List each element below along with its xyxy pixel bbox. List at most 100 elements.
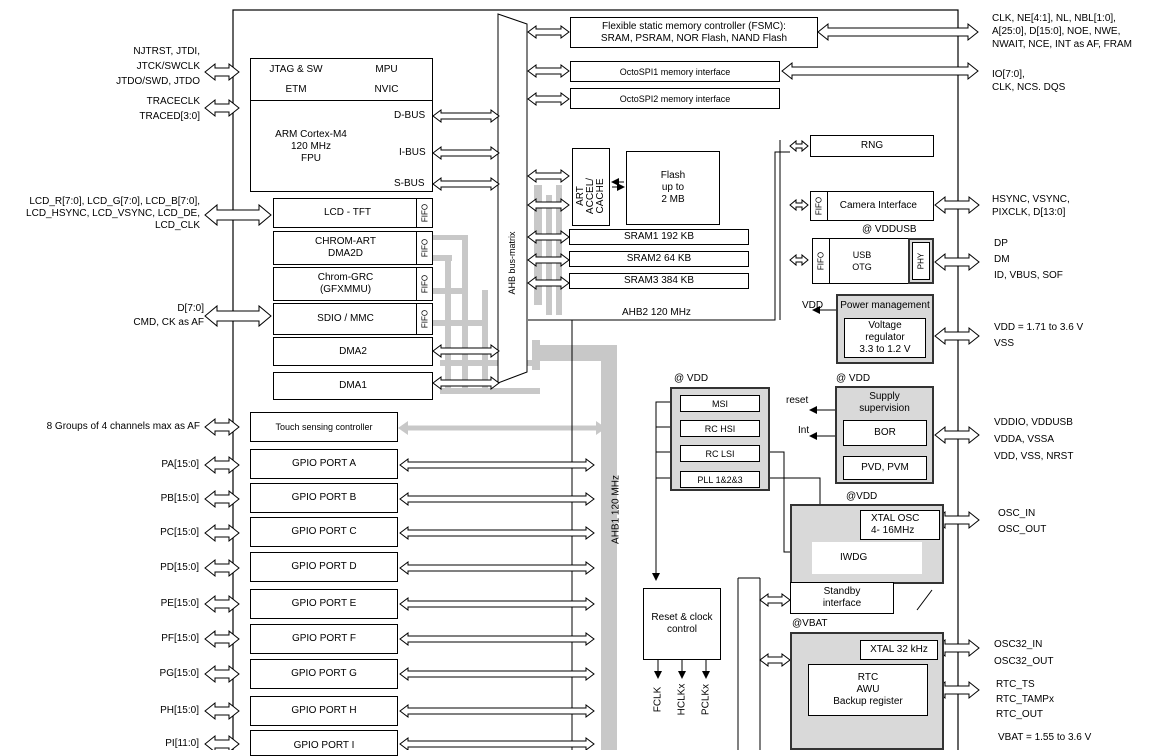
signal-label: VDDA, VSSA [994,434,1055,445]
vbat-domain-label: @VBAT [792,618,828,629]
signal-label: ID, VBUS, SOF [994,270,1063,281]
usb-line: OTG [852,262,872,272]
flash-line: up to [661,182,685,193]
bor-block: BOR [843,420,927,446]
standby-line: interface [822,598,862,609]
fsmc-line: Flexible static memory controller (FSMC)… [602,20,786,32]
flash-line: Flash [660,170,686,181]
signal-label: NJTRST, JTDI, [133,46,200,57]
jtag-sw-block: JTAG & SW [251,59,342,81]
rtc-line: Backup register [833,696,903,707]
jtag-signals: NJTRST, JTDI, JTCK/SWCLK JTDO/SWD, JTDO [116,46,200,88]
signal-label: VDD, VSS, NRST [994,451,1074,462]
lcd-fifo: FIFO [416,198,433,228]
rtc-signals: RTC_TS RTC_TAMPx RTC_OUT [996,677,1054,722]
reset-label: reset [786,395,809,406]
power-signals: VDD = 1.71 to 3.6 V VSS [994,320,1083,352]
supply-title-line: Supply [869,391,900,402]
dma2-block: DMA2 [273,337,433,366]
pin-pd: PD[15:0] [160,562,199,573]
vdd-label: VDD [802,300,824,311]
signal-label: LCD_HSYNC, LCD_VSYNC, LCD_DE, [26,208,200,219]
sdio-fifo: FIFO [416,303,433,335]
signal-label: DP [994,238,1008,249]
gpio-port-i: GPIO PORT I [250,730,398,756]
iwdg-label: IWDG [840,552,868,563]
pvd-pvm-block: PVD, PVM [843,456,927,480]
gpio-port-c: GPIO PORT C [250,517,398,547]
rc-hsi-block: RC HSI [680,420,760,437]
phy-block: PHY [908,238,934,284]
pin-pa: PA[15:0] [161,459,199,470]
power-management-label: Power management [840,300,930,311]
int-label: Int [798,425,810,436]
cortex-m4-core: JTAG & SW MPU ETM NVIC ARM Cortex-M4 120… [250,58,433,192]
gpio-port-f: GPIO PORT F [250,624,398,654]
cpu-line: 120 MHz [290,141,331,152]
art-line: CACHE [595,178,606,214]
sdio-signals: D[7:0] CMD, CK as AF [133,303,204,329]
cpu-label: ARM Cortex-M4 120 MHz FPU [261,129,361,165]
signal-label: OSC_IN [998,508,1036,519]
gpio-port-h: GPIO PORT H [250,696,398,726]
gpio-port-d: GPIO PORT D [250,552,398,582]
trace-signals: TRACECLK TRACED[3:0] [139,96,200,123]
clock-vdd-label: @ VDD [674,373,709,384]
signal-label: RTC_TS [996,679,1035,690]
lcd-signals: LCD_R[7:0], LCD_G[7:0], LCD_B[7:0], LCD_… [26,196,200,232]
camera-block: Camera Interface [810,191,934,221]
sram1-block: SRAM1 192 KB [569,229,749,245]
regulator-line: 3.3 to 1.2 V [859,344,911,355]
signal-label: VDDIO, VDDUSB [994,417,1073,428]
cpu-line: ARM Cortex-M4 [275,129,347,140]
rcc-line: Reset & clock [651,612,713,623]
osc-signals: OSC_IN OSC_OUT [998,506,1046,538]
msi-block: MSI [680,395,760,412]
ahb2-label: AHB2 120 MHz [622,307,691,318]
signal-label: IO[7:0], [992,69,1025,80]
dbus-label: D-BUS [394,110,426,121]
iwdg-block: IWDG [812,542,922,574]
mpu-block: MPU [341,59,432,81]
osc32-signals: OSC32_IN OSC32_OUT [994,636,1053,670]
gpio-port-b: GPIO PORT B [250,483,398,513]
signal-label: OSC32_IN [994,639,1043,650]
signal-label: TRACED[3:0] [139,111,200,122]
usb-line: USB [852,250,872,260]
chrom-grc-fifo: FIFO [416,267,433,301]
camera-fifo: FIFO [810,191,828,221]
chrom-art-line: DMA2D [327,248,363,259]
pin-pe: PE[15:0] [160,598,199,609]
touch-sensing-block: Touch sensing controller [250,412,398,442]
oscillators-group: MSI RC HSI RC LSI PLL 1&2&3 [670,387,770,491]
signal-label: OSC_OUT [998,524,1047,535]
supply-title-line: supervision [859,403,910,414]
etm-block: ETM [251,80,342,101]
vbat-signal: VBAT = 1.55 to 3.6 V [998,732,1092,743]
lcd-tft-block: LCD - TFT [273,198,433,228]
flash-line: 2 MB [661,194,685,205]
signal-label: HSYNC, VSYNC, [992,194,1070,205]
octospi-signals: IO[7:0], CLK, NCS. DQS [992,68,1065,94]
pin-ph: PH[15:0] [160,705,199,716]
regulator-line: Voltage [868,320,902,331]
lcd-tft-label: LCD - TFT [324,207,372,218]
octospi1-block: OctoSPI1 memory interface [570,61,780,82]
signal-label: CLK, NE[4:1], NL, NBL[1:0], [992,13,1116,24]
gpio-port-e: GPIO PORT E [250,589,398,619]
pll-block: PLL 1&2&3 [680,471,760,488]
osc-vdd-label: @VDD [846,491,878,502]
chrom-grc-block: Chrom-GRC(GFXMMU) [273,267,418,301]
nvic-block: NVIC [341,80,432,101]
signal-label: VDD = 1.71 to 3.6 V [994,322,1084,333]
chrom-grc-line: Chrom-GRC [317,272,374,283]
fsmc-block: Flexible static memory controller (FSMC)… [570,17,818,48]
